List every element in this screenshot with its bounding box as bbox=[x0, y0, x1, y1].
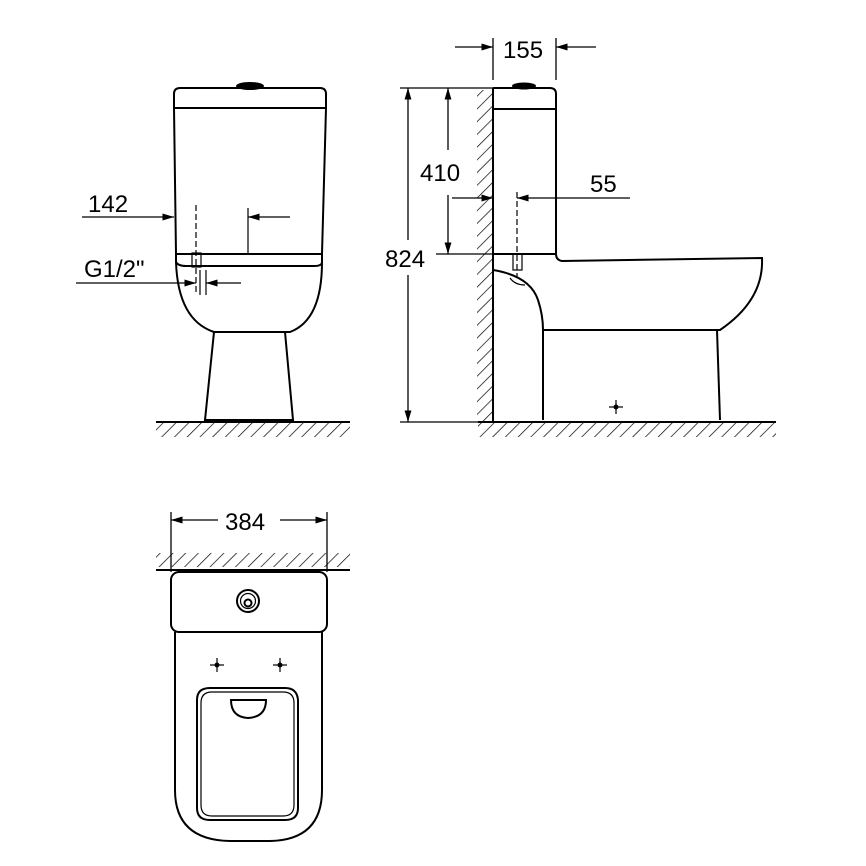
dim-label-total-height: 824 bbox=[385, 246, 425, 273]
dimension-384: 384 bbox=[170, 509, 328, 572]
fixing-mark-icon bbox=[609, 400, 623, 414]
dim-label-width: 384 bbox=[225, 509, 265, 536]
fixing-mark-icon bbox=[210, 658, 224, 672]
seat-handle bbox=[229, 699, 268, 720]
pedestal bbox=[203, 331, 295, 421]
dimension-824: 824 bbox=[385, 88, 478, 423]
flush-button bbox=[236, 82, 264, 90]
dim-label-inlet-thread: G1/2" bbox=[84, 256, 145, 283]
side-tank bbox=[493, 87, 557, 255]
top-bowl bbox=[174, 632, 323, 842]
wall-hatch-top bbox=[156, 553, 350, 567]
front-view bbox=[156, 82, 350, 437]
flush-button-icon bbox=[236, 589, 260, 613]
side-view bbox=[477, 82, 776, 437]
dimension-410: 410 bbox=[400, 87, 493, 255]
dim-label-tank-height: 410 bbox=[420, 160, 460, 187]
tank-body bbox=[173, 107, 327, 255]
dimension-g12: G1/2" bbox=[76, 256, 241, 287]
bowl bbox=[175, 261, 323, 333]
top-tank bbox=[170, 571, 328, 633]
top-view bbox=[156, 553, 350, 842]
dim-label-inlet-wall-offset: 55 bbox=[590, 171, 617, 198]
dimension-142: 142 bbox=[82, 191, 290, 221]
dimension-155: 155 bbox=[455, 37, 596, 80]
fixing-mark-icon bbox=[273, 658, 287, 672]
seat-outer bbox=[196, 687, 299, 821]
dim-label-tank-depth: 155 bbox=[503, 37, 543, 64]
dim-label-outlet-offset: 142 bbox=[88, 191, 128, 218]
floor-hatch bbox=[156, 423, 350, 437]
floor-hatch-side bbox=[478, 423, 776, 437]
tank-lid bbox=[173, 87, 327, 109]
dimension-55: 55 bbox=[452, 171, 630, 202]
side-bowl bbox=[543, 253, 764, 331]
wall-hatch bbox=[477, 90, 493, 422]
